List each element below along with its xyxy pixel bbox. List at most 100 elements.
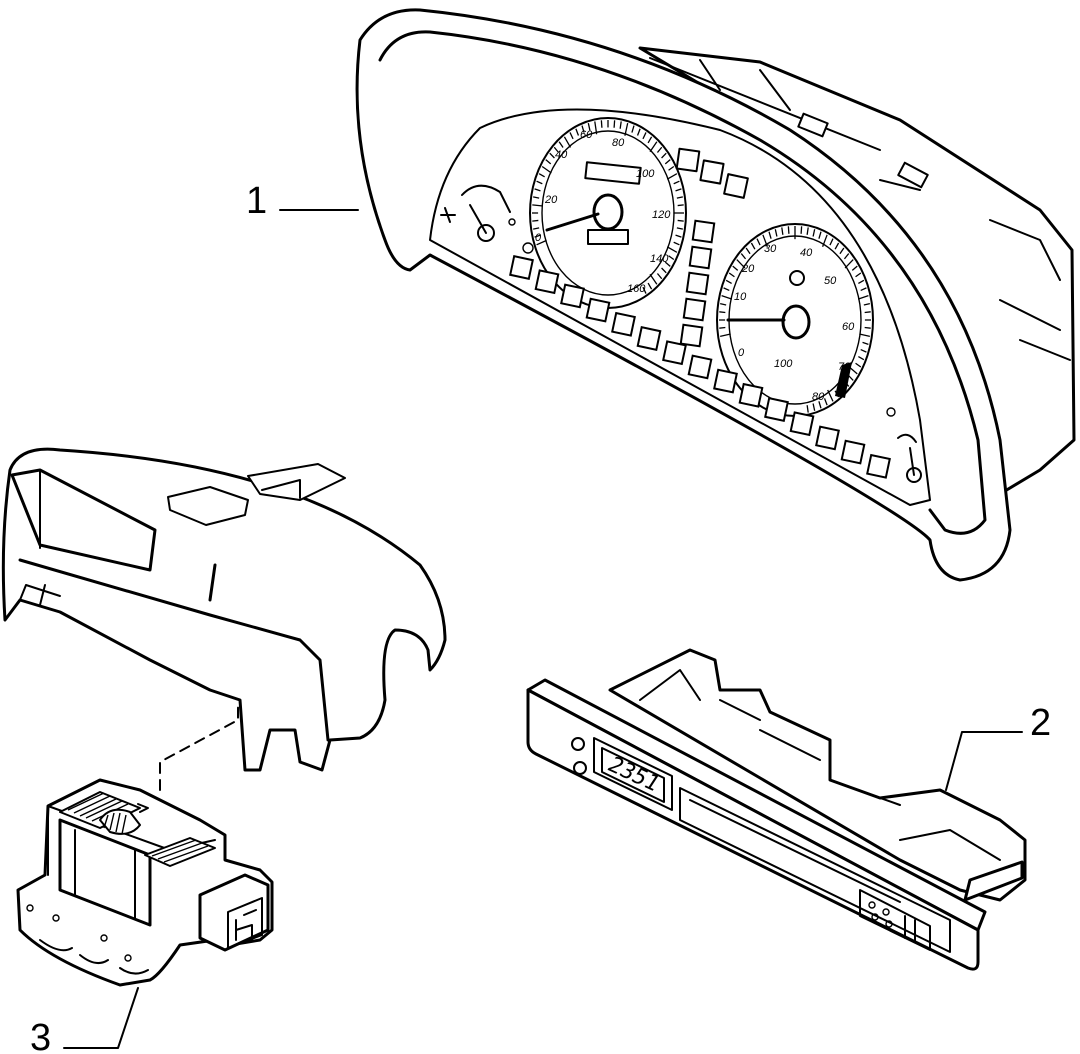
gauge-tick	[581, 125, 585, 133]
gauge-tick	[864, 311, 871, 314]
gauge-tick	[860, 348, 867, 353]
rpm-label: 60	[842, 321, 855, 333]
rpm-label: 30	[764, 243, 777, 255]
warning-lamp	[815, 425, 840, 451]
thermometer-icon	[440, 207, 456, 223]
tachometer: 0 10 20 30 40 50 60 70 80 100	[716, 223, 874, 417]
warning-light-icon	[699, 159, 725, 185]
gauge-tick	[829, 238, 834, 246]
gauge-tick	[827, 389, 834, 402]
rpm-label: 100	[774, 358, 793, 370]
fuel-gauge	[886, 407, 922, 483]
gauge-tick	[664, 261, 671, 267]
gauge-tick	[533, 227, 540, 230]
gauge-tick	[834, 242, 840, 250]
gauge-tick	[736, 259, 746, 269]
gauge-tick	[860, 287, 867, 292]
warning-lamp	[662, 340, 687, 366]
gauge-tick	[587, 123, 591, 131]
rpm-label: 0	[738, 347, 745, 359]
gauge-tick	[661, 152, 667, 159]
warning-lamp	[738, 382, 764, 408]
gauge-tick	[855, 272, 862, 278]
rpm-label: 80	[812, 391, 825, 403]
rpm-label: 10	[734, 291, 747, 303]
gauge-tick	[823, 398, 828, 406]
warning-lamp	[840, 439, 866, 465]
gauge-tick	[647, 136, 653, 144]
gauge-tick	[859, 333, 870, 337]
gauge-tick	[649, 141, 658, 153]
warning-light-icon	[723, 173, 749, 199]
gauge-tick	[656, 146, 663, 153]
trip-window	[587, 229, 629, 245]
warning-lamp	[688, 245, 713, 270]
redline-band	[835, 362, 852, 398]
gauge-tick	[812, 229, 816, 237]
warning-lamp	[713, 368, 738, 394]
gauge-tick	[533, 196, 540, 199]
gauge-tick	[553, 146, 560, 153]
gauge-tick	[844, 259, 854, 269]
gauge-tick	[745, 247, 751, 255]
gauge-tick	[673, 180, 680, 185]
gauge-tick	[862, 341, 869, 345]
gauge-tick	[839, 247, 845, 255]
gauge-tick	[532, 204, 543, 207]
gauge-tick	[675, 188, 682, 192]
gauge-tick	[800, 226, 803, 234]
gauge-tick	[600, 120, 603, 128]
gauge-tick	[822, 234, 828, 247]
warning-lamp	[509, 255, 534, 280]
temperature-gauge	[440, 184, 516, 242]
warning-lamp	[679, 323, 704, 348]
gauge-tick	[569, 132, 574, 140]
warning-lamp	[685, 271, 710, 296]
gauge-tick	[812, 403, 816, 411]
warning-icon-group	[675, 147, 749, 199]
gauge-tick	[740, 253, 747, 260]
callout-1: 1	[246, 180, 359, 222]
tachometer-hub	[781, 304, 811, 340]
switch-grille-left	[59, 791, 141, 829]
warning-lamp	[764, 397, 789, 422]
speedometer-hub	[592, 193, 624, 231]
assembly-guide-line	[159, 701, 239, 791]
gauge-tick	[857, 295, 869, 300]
speed-label: 120	[652, 209, 671, 221]
gauge-tick	[721, 295, 733, 300]
gauge-tick	[756, 238, 761, 246]
gauge-tick	[843, 253, 850, 260]
shroud-opening-right	[247, 463, 346, 501]
warning-lamp	[866, 453, 891, 479]
gauge-tick	[677, 219, 684, 222]
gauge-tick	[536, 180, 543, 185]
cluster-cover-shroud	[1, 447, 447, 772]
gauge-tick	[541, 165, 552, 174]
callout-number: 1	[246, 180, 267, 222]
speed-label: 60	[580, 129, 593, 141]
gauge-tick	[613, 120, 616, 128]
gauge-tick	[725, 279, 732, 285]
clock-display-unit: 2351	[526, 648, 1027, 971]
gauge-tick	[750, 242, 756, 250]
gauge-tick	[818, 231, 822, 239]
gauge-tick	[642, 286, 647, 294]
gauge-tick	[677, 204, 684, 207]
gauge-tick	[728, 272, 735, 278]
warning-lamp	[691, 219, 716, 244]
gauge-tick	[656, 273, 663, 280]
warning-lamp	[636, 326, 662, 351]
rpm-label: 20	[741, 263, 755, 275]
warning-light-icon	[675, 147, 701, 173]
gauge-tick	[863, 303, 870, 306]
gauge-tick	[762, 234, 768, 247]
gauge-tick	[619, 121, 622, 129]
gauge-tick	[532, 219, 539, 222]
clock-button-lower	[573, 761, 587, 775]
callout-2: 2	[945, 702, 1051, 791]
gauge-tick	[668, 165, 675, 171]
callout-3: 3	[30, 987, 139, 1054]
warning-lamp	[687, 354, 713, 380]
